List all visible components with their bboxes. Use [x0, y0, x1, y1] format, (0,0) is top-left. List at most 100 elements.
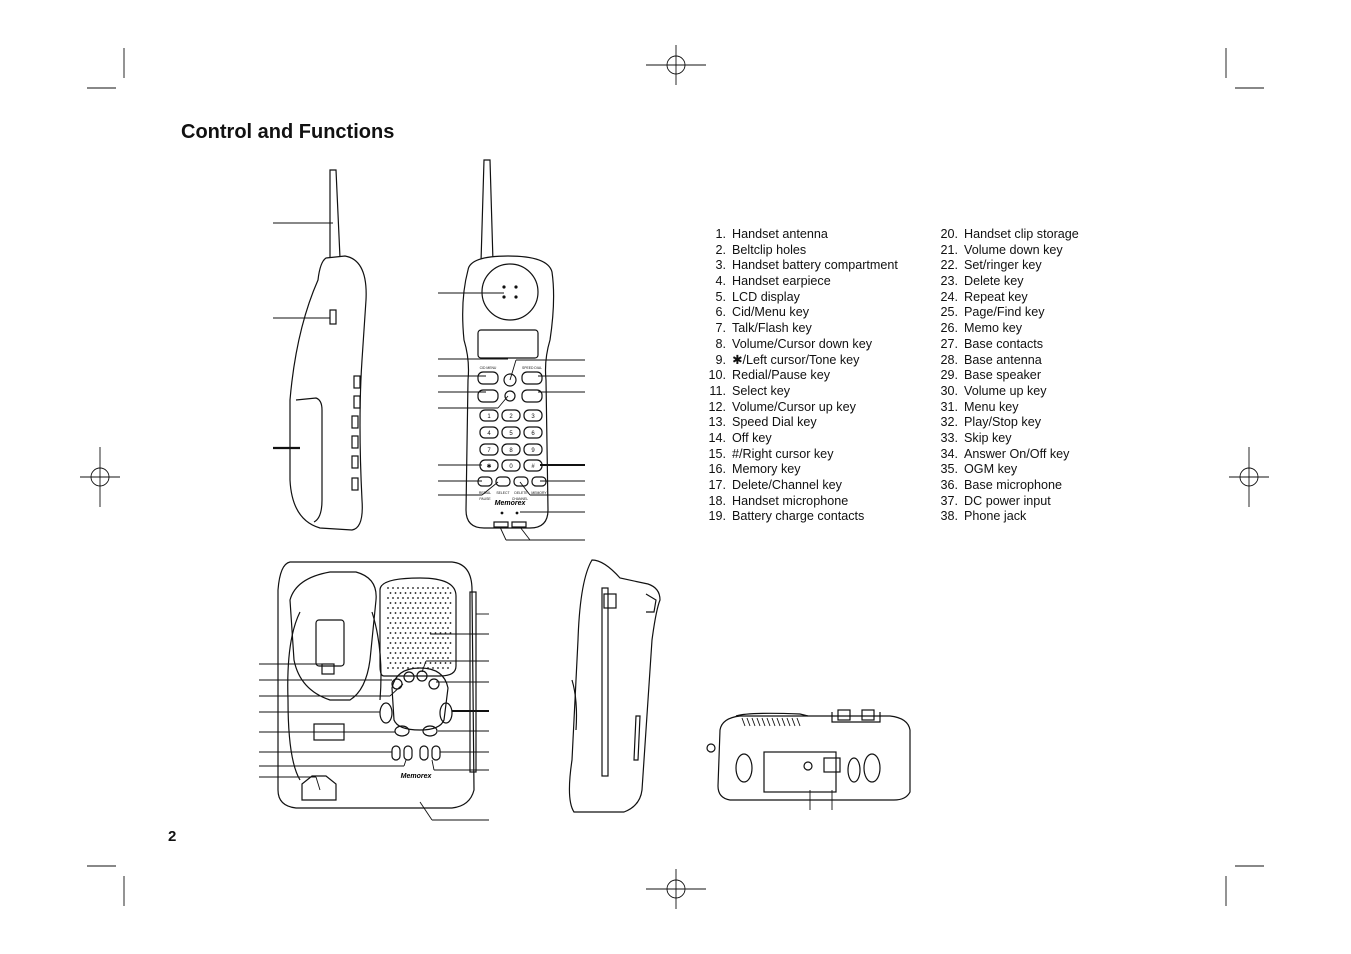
svg-text:CID MENU: CID MENU [480, 366, 497, 370]
part-label: OGM key [964, 462, 1018, 477]
grille-hole [417, 627, 419, 629]
vent-slot [796, 717, 801, 727]
grille-hole [387, 647, 389, 649]
grille-hole [442, 607, 444, 609]
part-list-item: 22.Set/ringer key [932, 258, 1079, 274]
grille-hole [404, 642, 407, 644]
grille-hole [414, 602, 417, 604]
grille-hole [392, 617, 394, 619]
part-label: Volume down key [964, 242, 1063, 257]
grille-hole [397, 627, 399, 629]
part-label: Answer On/Off key [964, 446, 1070, 461]
grille-hole [394, 602, 397, 604]
grille-hole [392, 587, 394, 589]
grille-hole [402, 587, 404, 589]
grille-hole [417, 637, 419, 639]
grille-hole [437, 617, 439, 619]
grille-hole [437, 587, 439, 589]
part-list-item: 27.Base contacts [932, 337, 1079, 353]
grille-hole [392, 627, 394, 629]
grille-hole [409, 602, 412, 604]
grille-hole [434, 592, 437, 594]
svg-text:DELETE: DELETE [514, 491, 528, 495]
grille-hole [399, 622, 402, 624]
grille-hole [387, 657, 389, 659]
grille-hole [397, 667, 399, 669]
grille-hole [432, 647, 434, 649]
grille-hole [442, 587, 444, 589]
grille-hole [402, 657, 404, 659]
grille-hole [387, 627, 389, 629]
grille-hole [389, 592, 392, 594]
registration-marks [80, 45, 1269, 909]
part-number: 32. [940, 415, 958, 430]
svg-text:CHANNEL: CHANNEL [512, 497, 528, 501]
part-label: Handset clip storage [964, 227, 1079, 241]
grille-hole [432, 617, 434, 619]
grille-hole [417, 657, 419, 659]
part-list-item: 4.Handset earpiece [700, 274, 898, 290]
vent-slot [751, 717, 756, 727]
grille-hole [417, 647, 419, 649]
grille-hole [447, 617, 449, 619]
part-label: #/Right cursor key [732, 446, 834, 461]
grille-hole [444, 622, 447, 624]
vent-slot [771, 717, 776, 727]
grille-hole [407, 607, 409, 609]
part-number: 6. [715, 305, 726, 320]
part-list-item: 5.LCD display [700, 290, 898, 306]
grille-hole [409, 652, 412, 654]
part-label: Speed Dial key [732, 415, 817, 430]
part-number: 13. [708, 415, 726, 430]
grille-hole [394, 592, 397, 594]
part-label: Base contacts [964, 336, 1044, 351]
grille-hole [399, 632, 402, 634]
part-label: Set/ringer key [964, 258, 1042, 273]
part-label: DC power input [964, 493, 1051, 508]
grille-hole [394, 622, 397, 624]
vent-slot [746, 717, 751, 727]
grille-hole [394, 612, 397, 614]
part-number: 7. [715, 321, 726, 336]
part-label: Skip key [964, 430, 1012, 445]
grille-hole [437, 627, 439, 629]
part-list-item: 21.Volume down key [932, 243, 1079, 259]
keypad-keys [477, 409, 547, 487]
grille-hole [449, 592, 452, 594]
part-label: Handset earpiece [732, 274, 831, 289]
grille-hole [439, 642, 442, 644]
grille-hole [437, 607, 439, 609]
part-label: Delete key [964, 274, 1024, 289]
grille-hole [439, 622, 442, 624]
grille-hole [389, 642, 392, 644]
grille-hole [439, 602, 442, 604]
grille-hole [424, 632, 427, 634]
grille-hole [424, 622, 427, 624]
grille-hole [422, 627, 424, 629]
grille-hole [399, 642, 402, 644]
grille-hole [444, 602, 447, 604]
grille-hole [437, 657, 439, 659]
part-label: Repeat key [964, 289, 1028, 304]
part-number: 17. [708, 478, 726, 492]
grille-hole [394, 632, 397, 634]
part-list-item: 6.Cid/Menu key [700, 305, 898, 321]
grille-hole [417, 617, 419, 619]
grille-hole [414, 632, 417, 634]
grille-hole [402, 627, 404, 629]
grille-hole [419, 652, 422, 654]
speaker-grille [387, 587, 452, 669]
part-list-item: 24.Repeat key [932, 290, 1079, 306]
grille-hole [429, 602, 432, 604]
part-number: 3. [715, 258, 726, 273]
grille-hole [434, 662, 437, 664]
grille-hole [444, 592, 447, 594]
base-logo: Memorex [401, 773, 433, 780]
grille-hole [394, 642, 397, 644]
part-number: 23. [940, 274, 958, 289]
grille-hole [387, 597, 389, 599]
grille-hole [437, 647, 439, 649]
svg-text:#: # [531, 464, 535, 470]
grille-hole [389, 652, 392, 654]
